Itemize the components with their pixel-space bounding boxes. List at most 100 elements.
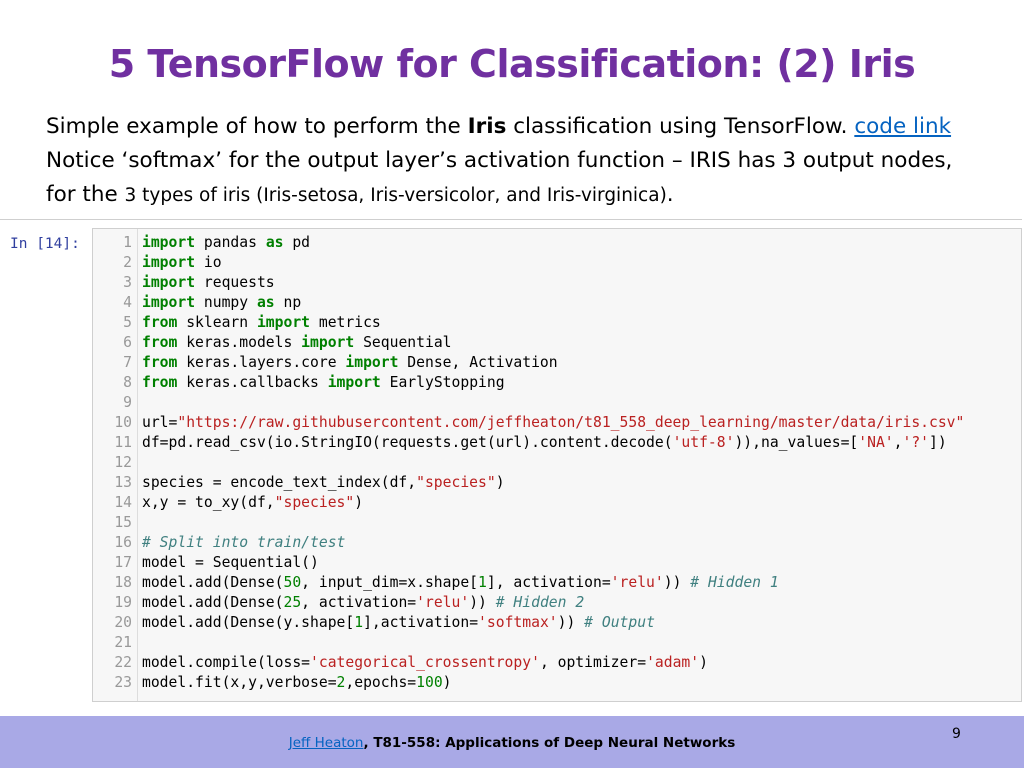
line-number: 6 <box>123 334 132 351</box>
line-number: 13 <box>114 474 132 491</box>
intro-iris-bold: Iris <box>467 114 507 139</box>
code-token-text: ],activation= <box>363 614 479 631</box>
line-number: 19 <box>114 594 132 611</box>
intro-line-2: Notice ‘softmax’ for the output layer’s … <box>46 148 953 173</box>
code-token-text: ) <box>495 474 505 491</box>
code-token-text: model.compile(loss= <box>142 654 311 671</box>
code-token-cm: # Output <box>584 614 655 631</box>
code-text: model.add(Dense(25, activation='relu')) … <box>142 593 584 613</box>
code-token-text: x,y = to_xy(df, <box>142 494 275 511</box>
code-token-text: EarlyStopping <box>380 374 505 391</box>
code-token-num: 100 <box>416 674 443 691</box>
line-number: 1 <box>123 234 132 251</box>
slide-title: 5 TensorFlow for Classification: (2) Iri… <box>108 42 916 86</box>
line-number: 18 <box>114 574 132 591</box>
code-token-text: ) <box>354 494 364 511</box>
line-number: 15 <box>114 514 132 531</box>
code-token-text: )) <box>557 614 585 631</box>
code-text: import pandas as pd <box>142 233 310 253</box>
code-text: model.fit(x,y,verbose=2,epochs=100) <box>142 673 452 693</box>
code-text: from keras.callbacks import EarlyStoppin… <box>142 373 505 393</box>
intro-line-1-text-b: classification using TensorFlow. <box>506 114 855 139</box>
code-token-text: pandas <box>195 234 266 251</box>
code-text: df=pd.read_csv(io.StringIO(requests.get(… <box>142 433 947 453</box>
code-token-kw: from <box>142 354 178 371</box>
code-text: import requests <box>142 273 275 293</box>
code-text: model.add(Dense(50, input_dim=x.shape[1]… <box>142 573 779 593</box>
line-number: 14 <box>114 494 132 511</box>
page-number: 9 <box>952 726 961 742</box>
author-link[interactable]: Jeff Heaton <box>288 735 364 751</box>
code-token-text: model.add(Dense( <box>142 594 284 611</box>
footer-separator: , <box>363 735 374 751</box>
line-number: 11 <box>114 434 132 451</box>
code-token-text: keras.layers.core <box>177 354 346 371</box>
code-token-text: requests <box>195 274 275 291</box>
code-text: from sklearn import metrics <box>142 313 381 333</box>
code-token-text: ) <box>442 674 452 691</box>
slide-footer: Jeff Heaton, T81-558: Applications of De… <box>0 716 1024 768</box>
intro-line-1: Simple example of how to perform the Iri… <box>46 110 1021 144</box>
code-token-kw: import <box>142 274 196 291</box>
code-token-str: 'NA' <box>858 434 894 451</box>
code-token-kw: import <box>301 334 355 351</box>
line-number: 23 <box>114 674 132 691</box>
code-token-text: , optimizer= <box>539 654 647 671</box>
code-token-str: 'adam' <box>646 654 700 671</box>
code-text: url="https://raw.githubusercontent.com/j… <box>142 413 964 433</box>
intro-line-3-end: . <box>666 182 674 207</box>
intro-line-3-small: 3 types of iris (Iris-setosa, Iris-versi… <box>124 185 667 206</box>
line-number: 21 <box>114 634 132 651</box>
line-number: 9 <box>123 394 132 411</box>
code-token-str: "species" <box>274 494 355 511</box>
code-text: from keras.models import Sequential <box>142 333 452 353</box>
line-number: 5 <box>123 314 132 331</box>
intro-text: Simple example of how to perform the Iri… <box>46 110 1021 213</box>
code-token-str: 'relu' <box>610 574 664 591</box>
code-token-text: Sequential <box>354 334 452 351</box>
code-text: x,y = to_xy(df,"species") <box>142 493 363 513</box>
code-token-text: )) <box>663 574 691 591</box>
code-token-text: io <box>195 254 222 271</box>
line-number: 8 <box>123 374 132 391</box>
code-token-kw: import <box>256 314 311 331</box>
line-number: 4 <box>123 294 132 311</box>
code-token-text: , input_dim=x.shape[ <box>301 574 479 591</box>
intro-line-1-text-a: Simple example of how to perform the <box>46 114 468 139</box>
code-token-kw: import <box>142 294 196 311</box>
code-token-text: model.fit(x,y,verbose= <box>142 674 337 691</box>
code-token-kw: import <box>142 254 196 271</box>
line-number: 10 <box>114 414 132 431</box>
code-text: # Split into train/test <box>142 533 345 553</box>
code-token-kw: import <box>142 234 196 251</box>
code-token-str: "https://raw.githubusercontent.com/jeffh… <box>177 414 965 431</box>
code-text: import io <box>142 253 222 273</box>
code-token-text: model.add(Dense( <box>142 574 284 591</box>
code-token-str: 'relu' <box>416 594 470 611</box>
code-token-text: ], activation= <box>486 574 611 591</box>
code-token-text: keras.callbacks <box>177 374 328 391</box>
code-token-text: model = Sequential() <box>142 554 319 571</box>
code-token-kw: from <box>142 314 178 331</box>
code-token-text: ) <box>699 654 708 671</box>
course-name: T81-558: Applications of Deep Neural Net… <box>373 735 736 751</box>
code-link[interactable]: code link <box>854 114 952 139</box>
code-token-num: 25 <box>283 594 302 611</box>
line-number: 20 <box>114 614 132 631</box>
code-token-cm: # Hidden 1 <box>690 574 779 591</box>
intro-line-3-big: for the <box>46 182 125 207</box>
code-token-text: metrics <box>310 314 381 331</box>
code-text: model.add(Dense(y.shape[1],activation='s… <box>142 613 655 633</box>
code-token-kw: as <box>256 294 275 311</box>
line-number: 12 <box>114 454 132 471</box>
code-token-cm: # Split into train/test <box>142 534 346 551</box>
code-token-str: '?' <box>902 434 930 451</box>
code-token-text: , activation= <box>301 594 417 611</box>
code-text: import numpy as np <box>142 293 301 313</box>
code-token-kw: import <box>345 354 399 371</box>
line-number: 22 <box>114 654 132 671</box>
line-number: 17 <box>114 554 132 571</box>
code-token-num: 50 <box>283 574 302 591</box>
code-token-text: species = encode_text_index(df, <box>142 474 417 491</box>
